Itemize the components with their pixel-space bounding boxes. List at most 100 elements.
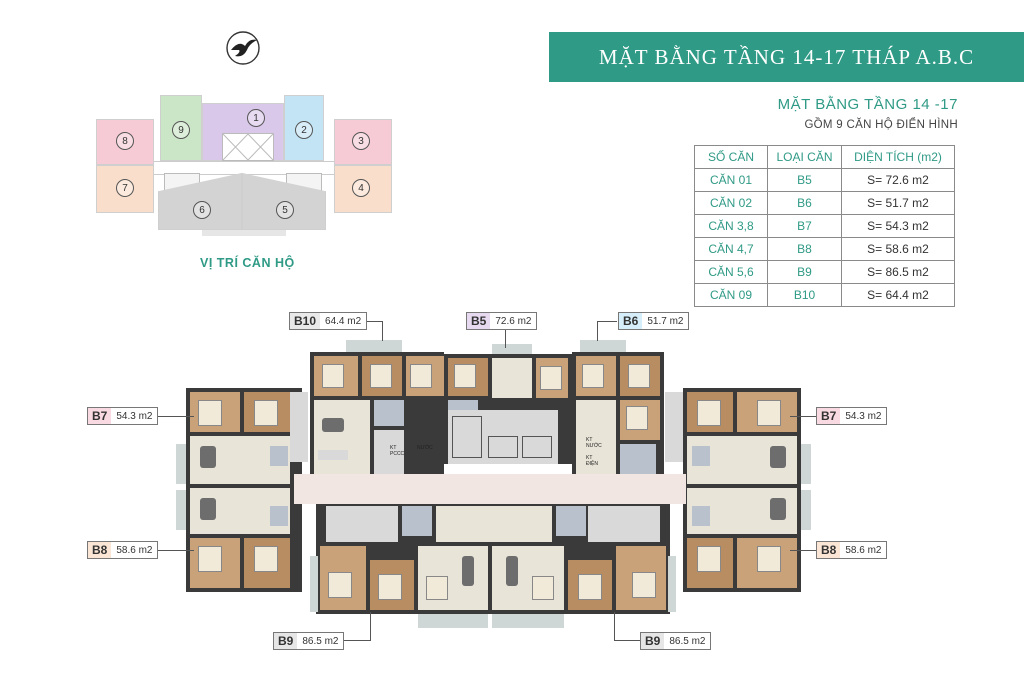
plan-balcony (176, 490, 186, 530)
keyplan-number: 7 (116, 179, 134, 197)
plan-bathroom (692, 506, 710, 526)
plan-balcony (346, 340, 402, 352)
plan-bed (578, 574, 602, 600)
unit-label-b9-right: B9 86.5 m2 (640, 632, 712, 650)
table-row: CĂN 3,8 B7 S= 54.3 m2 (694, 214, 955, 238)
plan-balcony (310, 556, 318, 612)
plan-room (576, 400, 616, 474)
column-header: DIỆN TÍCH (m2) (841, 145, 955, 169)
shaft-label: KT NƯỚC (586, 437, 602, 449)
plan-bed (198, 546, 222, 572)
plan-bed (426, 576, 448, 600)
keyplan-number: 4 (352, 179, 370, 197)
unit-code: B8 (821, 543, 837, 557)
plan-bathroom (556, 506, 586, 536)
table-cell: CĂN 4,7 (694, 237, 768, 261)
leader-line (614, 640, 640, 641)
plan-room (492, 358, 532, 398)
unit-label-b5: B5 72.6 m2 (466, 312, 538, 330)
table-cell: B6 (767, 191, 842, 215)
plan-stair (588, 506, 660, 542)
unit-code: B9 (278, 634, 294, 648)
plan-sofa (462, 556, 474, 586)
plan-bathroom (270, 446, 288, 466)
leader-line (614, 612, 615, 640)
keyplan-stair (222, 133, 274, 161)
leader-line (597, 321, 617, 322)
column-header: SỐ CĂN (694, 145, 768, 169)
plan-bed (254, 400, 278, 426)
unit-label-b7-right: B7 54.3 m2 (816, 407, 888, 425)
leader-line (154, 550, 194, 551)
plan-bathroom (402, 506, 432, 536)
plan-balcony (801, 490, 811, 530)
keyplan-number: 8 (116, 132, 134, 150)
table-cell: S= 72.6 m2 (841, 168, 955, 192)
table-cell: B7 (767, 214, 842, 238)
table-row: CĂN 4,7 B8 S= 58.6 m2 (694, 237, 955, 261)
table-cell: S= 51.7 m2 (841, 191, 955, 215)
plan-lift-box (452, 416, 482, 458)
unit-label-b7-left: B7 54.3 m2 (87, 407, 159, 425)
bird-logo-icon (225, 30, 261, 66)
leader-line (370, 612, 371, 640)
table-cell: S= 58.6 m2 (841, 237, 955, 261)
plan-bathroom (374, 400, 404, 426)
shaft-label: NƯỚC (417, 445, 433, 451)
table-row: CĂN 09 B10 S= 64.4 m2 (694, 283, 955, 307)
plan-lift-box (488, 436, 518, 458)
plan-sofa (506, 556, 518, 586)
plan-bed (322, 364, 344, 388)
leader-line (505, 330, 506, 348)
page-title-banner: MẶT BẰNG TẦNG 14-17 THÁP A.B.C (549, 32, 1024, 82)
unit-area: 86.5 m2 (297, 633, 344, 649)
table-cell: CĂN 02 (694, 191, 768, 215)
plan-sofa (770, 446, 786, 468)
keyplan-number: 6 (193, 201, 211, 219)
table-cell: B5 (767, 168, 842, 192)
unit-area: 72.6 m2 (490, 313, 537, 329)
leader-line (790, 416, 816, 417)
plan-stair (326, 506, 398, 542)
unit-area: 54.3 m2 (111, 408, 158, 424)
plan-bed (370, 364, 392, 388)
table-cell: B8 (767, 237, 842, 261)
plan-bed (697, 546, 721, 572)
table-cell: CĂN 01 (694, 168, 768, 192)
plan-bed (410, 364, 432, 388)
plan-bathroom (620, 444, 656, 474)
table-cell: CĂN 5,6 (694, 260, 768, 284)
table-row: CĂN 5,6 B9 S= 86.5 m2 (694, 260, 955, 284)
plan-balcony (492, 614, 564, 628)
leader-line (382, 321, 383, 341)
plan-bed (628, 364, 650, 388)
plan-bed (454, 364, 476, 388)
table-cell: CĂN 09 (694, 283, 768, 307)
shaft-label: KT PCCC (390, 445, 405, 457)
plan-bed (757, 400, 781, 426)
plan-sofa (200, 498, 216, 520)
unit-label-b6: B6 51.7 m2 (618, 312, 690, 330)
leader-line (154, 416, 194, 417)
plan-room (314, 400, 370, 474)
plan-bed (254, 546, 278, 572)
floor-heading: MẶT BẰNG TẦNG 14 -17 (777, 96, 958, 113)
plan-bed (757, 546, 781, 572)
table-cell: B9 (767, 260, 842, 284)
plan-room (436, 506, 552, 542)
unit-label-b10: B10 64.4 m2 (289, 312, 368, 330)
plan-sofa (322, 418, 344, 432)
plan-corridor (294, 474, 686, 504)
keyplan-gap (202, 230, 286, 236)
keyplan-unit-4 (334, 165, 392, 213)
plan-lift (448, 410, 558, 464)
plan-kitchen (318, 450, 348, 460)
unit-code: B10 (294, 314, 317, 328)
plan-balcony (801, 444, 811, 484)
leader-line (341, 640, 371, 641)
table-header-row: SỐ CĂN LOẠI CĂN DIỆN TÍCH (m2) (694, 145, 955, 169)
keyplan-number: 2 (295, 121, 313, 139)
unit-code: B7 (821, 409, 837, 423)
keyplan-caption: VỊ TRÍ CĂN HỘ (200, 256, 295, 270)
unit-label-b8-left: B8 58.6 m2 (87, 541, 159, 559)
